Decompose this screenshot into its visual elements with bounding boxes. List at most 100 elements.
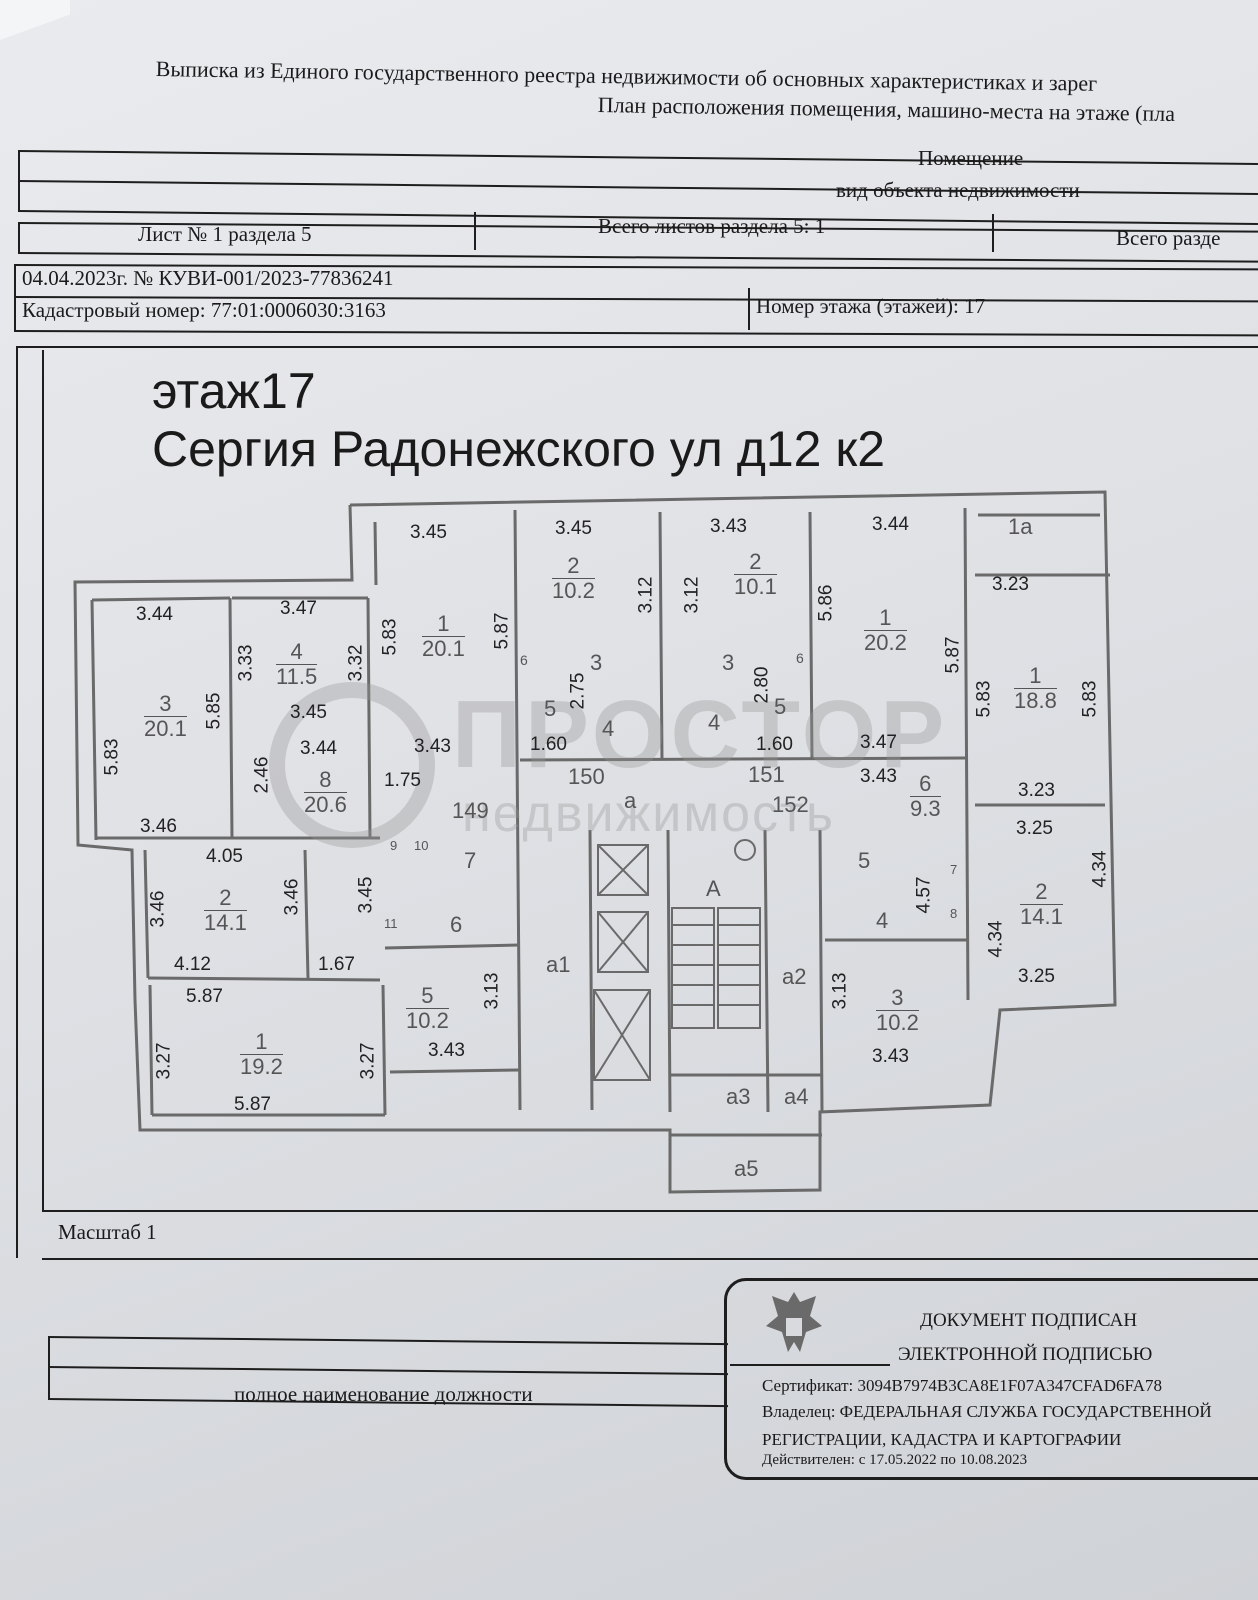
dimension-label: 3.43 <box>428 1040 465 1061</box>
room-number: 2 <box>204 886 247 911</box>
dimension-label: 3.12 <box>635 576 657 614</box>
plan-frame-line <box>16 346 18 1258</box>
zone-label: 7 <box>950 862 958 877</box>
room-number: 6 <box>910 772 941 797</box>
zone-label: 6 <box>796 650 804 666</box>
dimension-label: 5.87 <box>491 612 513 650</box>
dimension-label: 2.46 <box>251 756 273 794</box>
dimension-label: 5.83 <box>379 618 401 656</box>
zone-label: 149 <box>452 798 489 823</box>
zone-label: а3 <box>726 1084 751 1109</box>
table-line <box>748 288 750 330</box>
dimension-label: 5.87 <box>186 986 223 1007</box>
zone-label: 7 <box>464 848 477 873</box>
plan-frame-line <box>42 1210 1258 1212</box>
dimension-label: 1.60 <box>756 734 793 755</box>
dimension-label: 1.75 <box>384 770 421 791</box>
dimension-label: 3.44 <box>136 604 173 625</box>
zone-label: 6 <box>520 652 528 668</box>
dimension-label: 3.45 <box>410 522 447 543</box>
room-number: 4 <box>276 640 318 665</box>
room-area: 10.1 <box>734 574 777 599</box>
room-area: 9.3 <box>910 796 941 821</box>
dimension-label: 5.83 <box>101 738 123 776</box>
watermark-subtitle: недвижимость <box>462 785 835 843</box>
room-number: 1 <box>864 606 907 631</box>
dimension-label: 3.43 <box>414 736 451 757</box>
certificate-owner-2: РЕГИСТРАЦИИ, КАДАСТРА И КАРТОГРАФИИ <box>762 1430 1122 1449</box>
dimension-label: 3.32 <box>345 644 367 682</box>
room-number: 1 <box>240 1030 283 1055</box>
floor-number: Номер этажа (этажей): 17 <box>756 294 986 318</box>
position-line <box>48 1336 50 1398</box>
dimension-label: 3.45 <box>290 702 327 723</box>
electronic-signature-stamp <box>724 1278 1258 1480</box>
certificate-owner-1: Владелец: ФЕДЕРАЛЬНАЯ СЛУЖБА ГОСУДАРСТВЕ… <box>762 1402 1212 1421</box>
zone-label: 3 <box>590 650 603 675</box>
dimension-label: 3.44 <box>300 738 337 759</box>
certificate-number: Сертификат: 3094B7974B3CA8E1F07A347CFAD6… <box>762 1376 1162 1395</box>
dimension-label: 5.86 <box>815 584 837 622</box>
record-date-number: 04.04.2023г. № КУВИ-001/2023-77836241 <box>22 266 394 290</box>
dimension-label: 5.83 <box>1079 680 1101 718</box>
plan-frame-line <box>42 350 44 1212</box>
cadastral-number: Кадастровый номер: 77:01:0006030:3163 <box>22 298 386 322</box>
signed-line-2: ЭЛЕКТРОННОЙ ПОДПИСЬЮ <box>898 1344 1153 1365</box>
plan-address: Сергия Радонежского ул д12 к2 <box>152 421 886 477</box>
dimension-label: 3.13 <box>829 972 851 1010</box>
zone-label: а1 <box>546 952 571 977</box>
dimension-label: 3.12 <box>681 576 703 614</box>
dimension-label: 3.13 <box>481 972 503 1010</box>
zone-label: 1а <box>1008 514 1033 539</box>
dimension-label: 3.43 <box>872 1046 909 1067</box>
zone-label: 152 <box>772 792 809 817</box>
object-type-caption: вид объекта недвижимости <box>836 178 1080 202</box>
room-area: 11.5 <box>276 664 318 689</box>
dimension-label: 3.47 <box>860 732 897 753</box>
table-line <box>18 150 20 210</box>
dimension-label: 2.80 <box>751 666 773 704</box>
room-number: 5 <box>406 984 449 1009</box>
watermark-brand: ПРОСТОР <box>452 681 949 788</box>
plan-frame-line <box>16 346 1258 348</box>
dimension-label: 3.27 <box>153 1042 175 1080</box>
dimension-label: 3.23 <box>992 574 1029 595</box>
room-area: 20.1 <box>144 716 187 741</box>
zone-label: 5 <box>774 694 787 719</box>
room-number: 2 <box>552 554 595 579</box>
room-area: 10.2 <box>406 1008 449 1033</box>
room-number: 1 <box>1014 664 1057 689</box>
room-area: 10.2 <box>876 1010 919 1035</box>
dimension-label: 3.25 <box>1018 966 1055 987</box>
dimension-label: 3.46 <box>281 878 303 916</box>
zone-label: 5 <box>544 696 557 721</box>
zone-label: а5 <box>734 1156 759 1181</box>
zone-label: 4 <box>708 710 721 735</box>
room-area: 20.1 <box>422 636 465 661</box>
zone-label: 11 <box>384 916 398 931</box>
dimension-label: 3.46 <box>140 816 177 837</box>
dimension-label: 5.85 <box>203 692 225 730</box>
zone-label: 10 <box>414 838 429 853</box>
dimension-label: 3.45 <box>355 876 377 914</box>
dimension-label: 4.34 <box>985 920 1007 958</box>
table-line <box>14 264 16 330</box>
watermark-logo-icon <box>269 682 435 848</box>
object-type-value: Помещение <box>918 146 1024 170</box>
dimension-label: 5.87 <box>942 636 964 674</box>
dimension-label: 5.83 <box>973 680 995 718</box>
room-number: 2 <box>734 550 777 575</box>
